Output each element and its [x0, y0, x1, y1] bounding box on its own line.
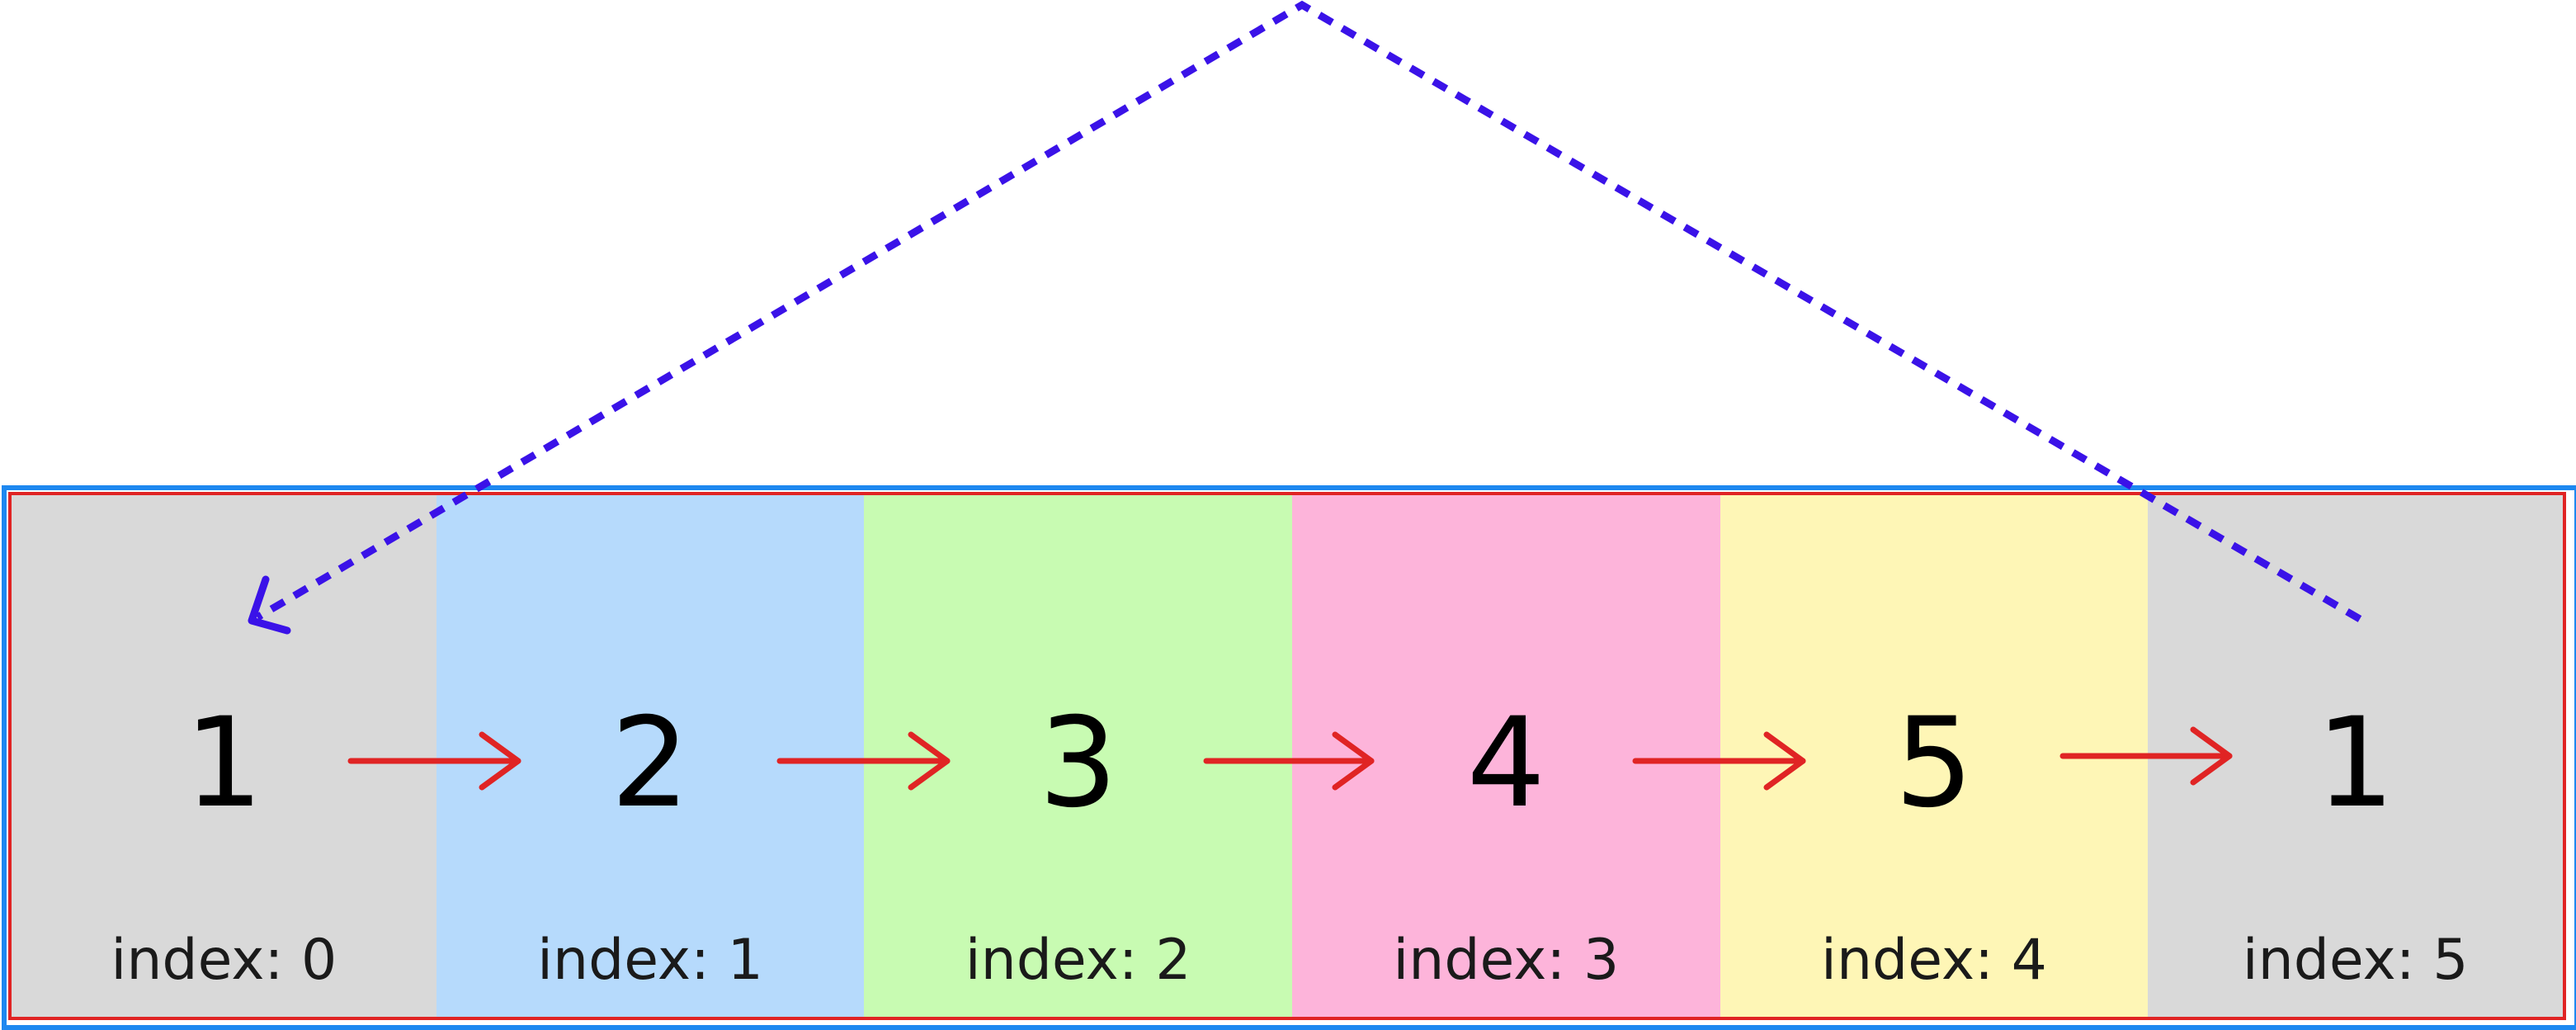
array-cell-1: 2 index: 1: [436, 495, 865, 1017]
cell-value: 1: [184, 692, 264, 835]
cell-value: 1: [2315, 692, 2395, 835]
cell-value: 4: [1466, 692, 1546, 835]
cell-index-label: index: 5: [2242, 928, 2469, 993]
cell-index-label: index: 0: [111, 928, 337, 993]
cell-index-label: index: 4: [1821, 928, 2047, 993]
array-strip: 1 index: 0 2 index: 1 3 index: 2 4 index…: [8, 492, 2566, 1020]
cell-value: 5: [1894, 692, 1974, 835]
array-cell-0: 1 index: 0: [12, 495, 436, 1017]
cell-value: 3: [1038, 692, 1118, 835]
array-cell-3: 4 index: 3: [1291, 495, 1720, 1017]
cell-index-label: index: 3: [1393, 928, 1620, 993]
array-cell-4: 5 index: 4: [1720, 495, 2149, 1017]
array-cell-2: 3 index: 2: [864, 495, 1292, 1017]
cell-index-label: index: 2: [965, 928, 1191, 993]
array-cell-5: 1 index: 5: [2148, 495, 2563, 1017]
cell-value: 2: [611, 692, 690, 835]
cell-index-label: index: 1: [537, 928, 763, 993]
